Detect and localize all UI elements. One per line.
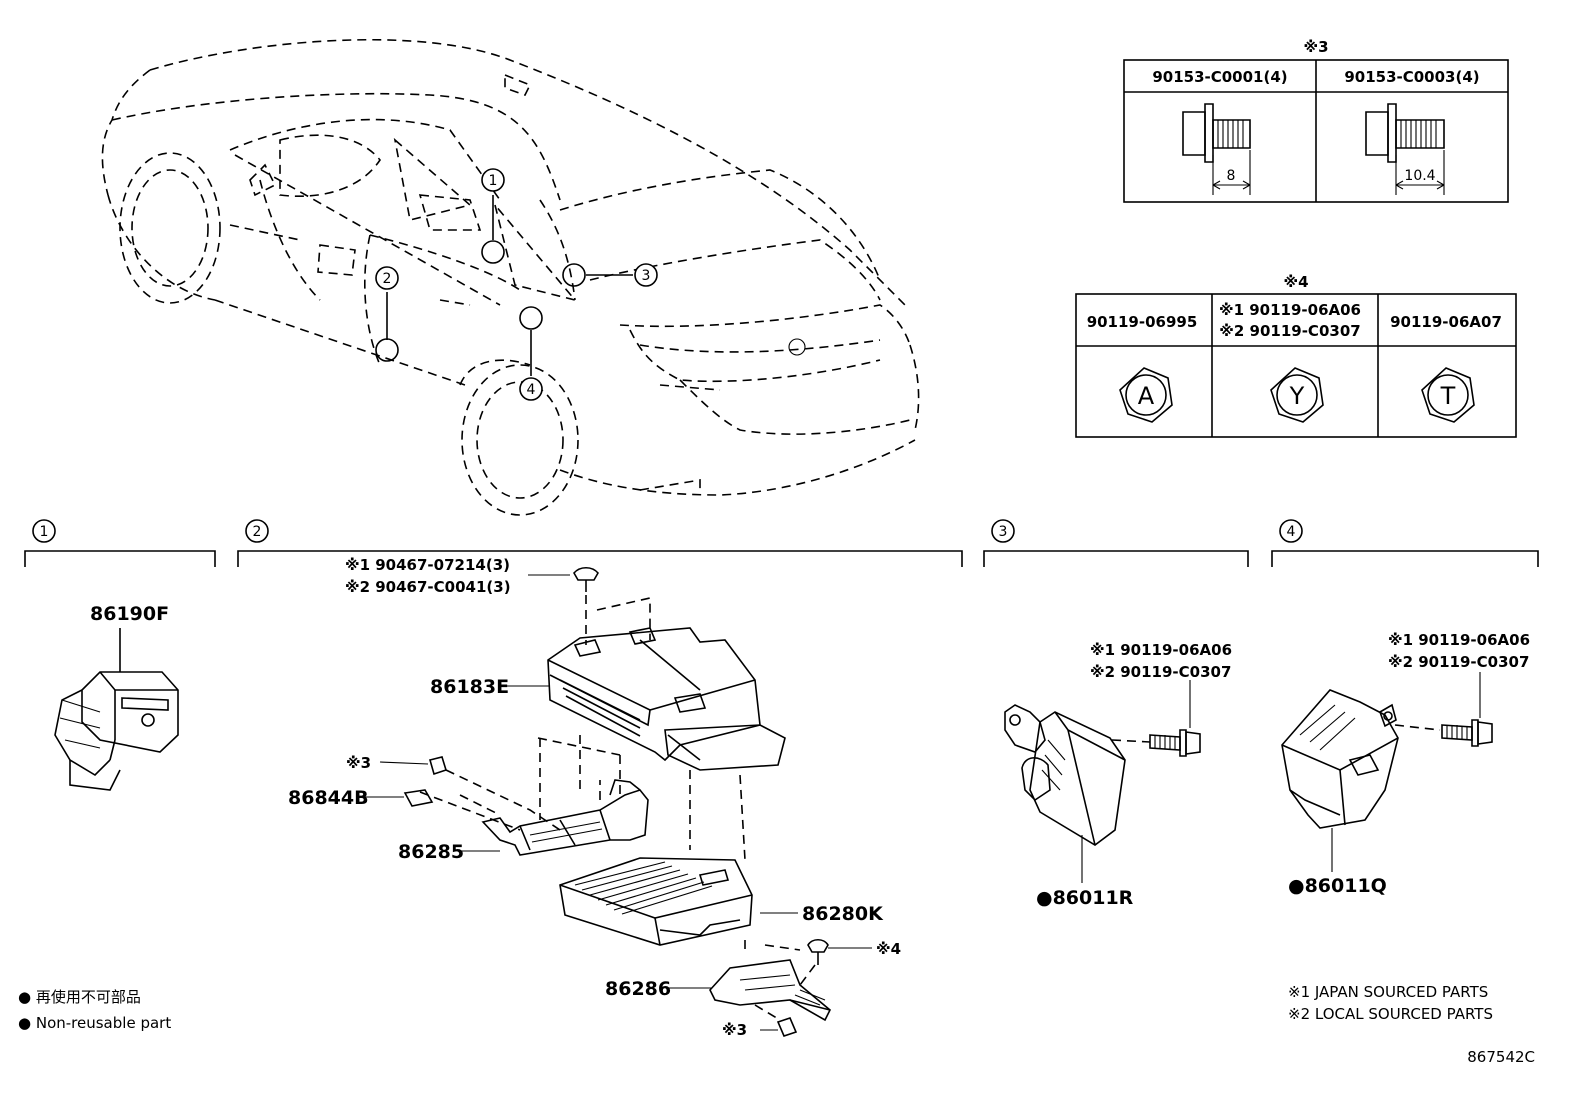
note3-label-lower: ※3	[722, 1021, 747, 1039]
section-3-number: 3	[999, 524, 1008, 540]
hex-nut-a-icon	[1119, 367, 1173, 423]
screw-label-1: ※1 90467-07214(3)	[345, 556, 510, 574]
section2-leaders	[360, 574, 872, 1031]
bolt-q-label-2: ※2 90119-C0307	[1388, 653, 1529, 671]
part-86190F: 86190F	[90, 603, 169, 625]
callout-3-car: 3	[642, 268, 651, 284]
table-note4-col2b: ※2 90119-C0307	[1219, 322, 1360, 340]
location-markers	[375, 168, 658, 401]
hex-nut-y-icon	[1270, 367, 1324, 423]
bolt-r-label-2: ※2 90119-C0307	[1090, 663, 1231, 681]
table-note3-col1: 90153-C0001(4)	[1152, 68, 1287, 86]
nut-letter-y: Y	[1289, 382, 1305, 410]
legend-non-reusable-jp: ● 再使用不可部品	[18, 988, 141, 1006]
legend-non-reusable-en: ● Non-reusable part	[18, 1014, 171, 1032]
part-86285: 86285	[398, 841, 464, 863]
part-86011Q: ●86011Q	[1288, 875, 1387, 897]
section-1-number: 1	[40, 524, 49, 540]
usb-socket-drawing	[54, 628, 179, 791]
camera-sensor-r-drawing	[1004, 680, 1201, 883]
part-86844B: 86844B	[288, 787, 369, 809]
screw-label-2: ※2 90467-C0041(3)	[345, 578, 511, 596]
note3-label-upper: ※3	[346, 754, 371, 772]
table-note4-marker: ※4	[1283, 273, 1308, 291]
bolt-r-label-1: ※1 90119-06A06	[1090, 641, 1232, 659]
part-86183E: 86183E	[430, 676, 509, 698]
callout-1-car: 1	[489, 173, 498, 189]
note-local-sourced: ※2 LOCAL SOURCED PARTS	[1288, 1005, 1493, 1023]
nut-letter-t: T	[1440, 382, 1456, 410]
vehicle-phantom-drawing	[101, 38, 920, 516]
drawing-code: 867542C	[1467, 1048, 1535, 1066]
table-note4-col2a: ※1 90119-06A06	[1219, 301, 1361, 319]
part-86011R: ●86011R	[1036, 887, 1134, 909]
table-note3-col2: 90153-C0003(4)	[1344, 68, 1479, 86]
camera-sensor-q-drawing	[1281, 672, 1493, 872]
callout-4-car: 4	[527, 382, 536, 398]
table-note3-dim1: 8	[1227, 168, 1236, 184]
section-brackets	[24, 519, 1539, 567]
bolt-table-note3	[1123, 59, 1509, 203]
nut-letter-a: A	[1138, 382, 1155, 410]
table-note3-marker: ※3	[1303, 38, 1328, 56]
table-note4-col1: 90119-06995	[1087, 313, 1198, 331]
bolt-q-label-1: ※1 90119-06A06	[1388, 631, 1530, 649]
nut-table-note4	[1075, 293, 1517, 438]
part-86286: 86286	[605, 978, 671, 1000]
table-note4-col3: 90119-06A07	[1390, 313, 1502, 331]
note4-label: ※4	[876, 940, 901, 958]
flange-bolt-long-icon	[1365, 103, 1445, 195]
callout-2-car: 2	[383, 271, 392, 287]
note-japan-sourced: ※1 JAPAN SOURCED PARTS	[1288, 983, 1488, 1001]
table-note3-dim2: 10.4	[1404, 168, 1435, 184]
hex-nut-t-icon	[1421, 367, 1475, 423]
section-2-number: 2	[253, 524, 262, 540]
flange-bolt-short-icon	[1182, 103, 1251, 195]
part-86280K: 86280K	[802, 903, 884, 925]
amplifier-assembly-drawing	[403, 566, 831, 1037]
section-4-number: 4	[1287, 524, 1296, 540]
